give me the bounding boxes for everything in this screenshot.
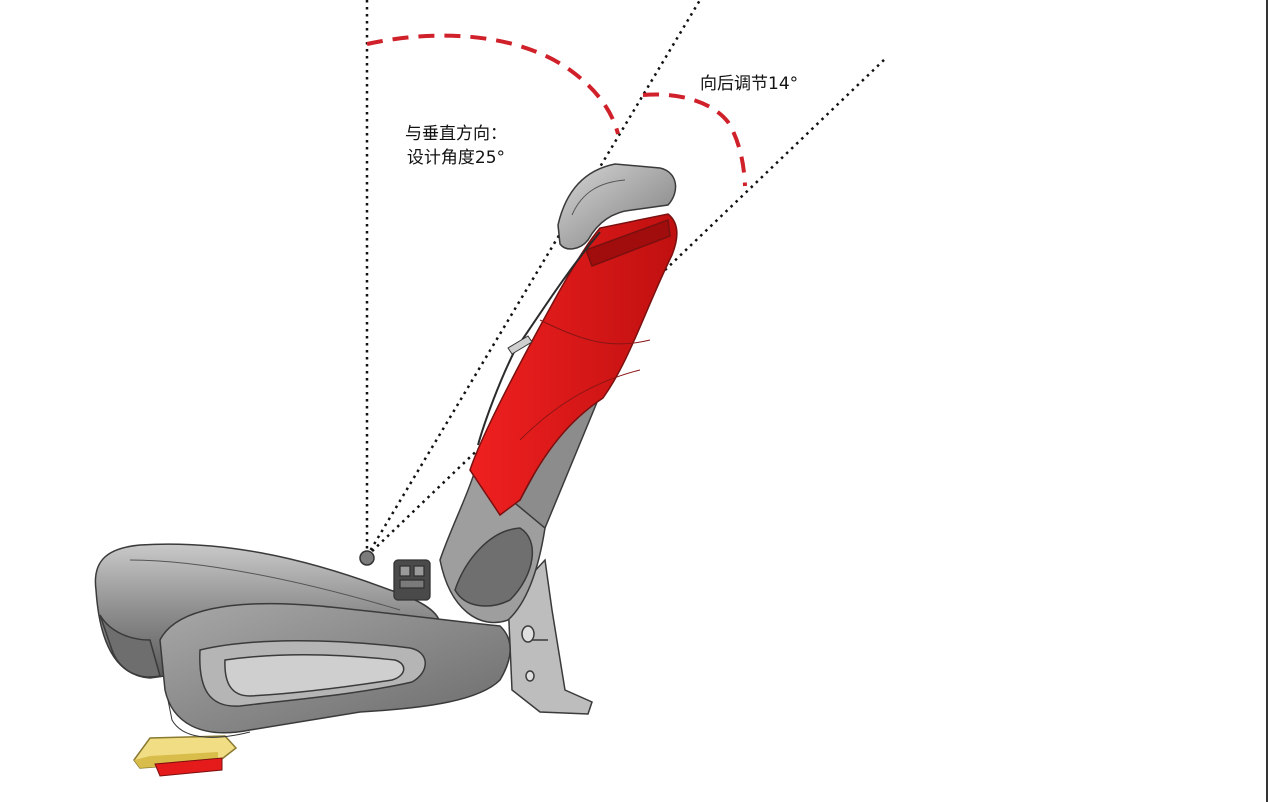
seat-side-panel: [159, 602, 511, 738]
guide-lines: [365, 0, 887, 557]
design-angle-label-line2: 设计角度25°: [406, 148, 506, 168]
base-pad: [133, 735, 238, 777]
backward-adjust-arc: [642, 92, 747, 187]
belt-buckle: [507, 335, 533, 355]
design-angle-line: [365, 0, 702, 557]
seat-controls: [393, 559, 431, 601]
backward-adjust-line: [366, 57, 887, 557]
design-angle-arc: [366, 33, 620, 135]
headrest: [557, 163, 677, 250]
design-angle-label: 与垂直方向： 设计角度25°: [405, 122, 507, 170]
design-angle-label-line1: 与垂直方向：: [405, 124, 507, 144]
seatback-highlight: [469, 213, 678, 517]
frame-edge: [1266, 0, 1268, 802]
pivot-point: [359, 550, 375, 566]
angle-arcs: [366, 33, 747, 187]
rear-bracket: [507, 558, 593, 715]
backward-adjust-label: 向后调节14°: [700, 74, 799, 94]
